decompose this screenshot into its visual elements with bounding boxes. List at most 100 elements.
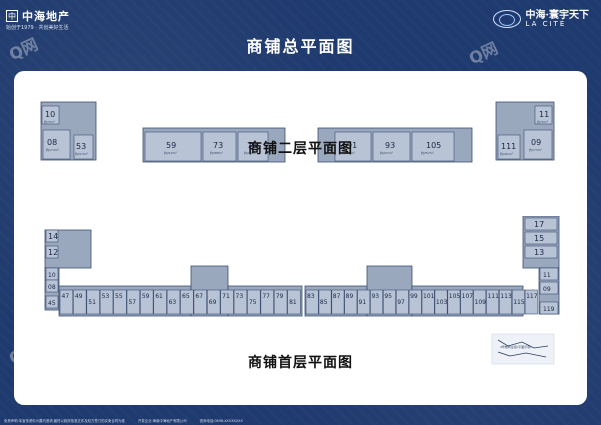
unit-no: 59 — [142, 293, 150, 300]
unit-no: 57 — [128, 299, 136, 306]
unit-cell — [383, 289, 396, 315]
site-key-plan: 4号楼商业街(平面示意) — [491, 333, 555, 365]
unit-no: 08 — [47, 138, 57, 147]
unit-no: 111 — [487, 293, 499, 300]
unit-75-2f — [237, 131, 269, 162]
unit-area: 约288m² — [210, 150, 224, 155]
unit-no: 61 — [155, 293, 163, 300]
unit-cell — [460, 289, 474, 315]
unit-91-2f — [334, 131, 372, 162]
unit-no: 10 — [45, 110, 55, 119]
unit-cell — [539, 301, 559, 315]
unit-10-2f — [41, 105, 60, 125]
unit-cell — [395, 289, 409, 315]
developer-brand: 中 中海地产 始创于1979 · 共创美好生活 — [6, 8, 70, 31]
unit-cell — [499, 289, 512, 315]
unit-no: 53 — [76, 142, 86, 151]
unit-area: 约70m² — [537, 119, 549, 124]
unit-no: 65 — [182, 293, 190, 300]
unit-08-2f — [42, 129, 71, 160]
unit-no: 103 — [436, 299, 448, 306]
project-logo-icon — [492, 10, 521, 29]
unit-11-2f — [534, 105, 553, 125]
unit-cell — [318, 289, 332, 315]
footer-phone: 咨询电话:0898-XXXXXXXX — [199, 419, 243, 423]
unit-cell — [370, 289, 384, 315]
unit-cell — [539, 281, 559, 295]
unit-cell — [45, 245, 59, 259]
unit-no: 95 — [384, 293, 392, 300]
unit-no: 105 — [426, 141, 441, 150]
unit-cell — [233, 289, 248, 315]
unit-area: 约227m² — [380, 150, 394, 155]
unit-no: 79 — [276, 293, 284, 300]
unit-cell — [305, 289, 319, 315]
unit-no: 91 — [359, 299, 367, 306]
unit-no: 119 — [543, 306, 555, 313]
unit-59-2f — [144, 131, 202, 162]
unit-no: 107 — [462, 293, 474, 300]
unit-no: 91 — [347, 141, 357, 150]
unit-no: 14 — [48, 232, 58, 241]
unit-cell — [247, 289, 261, 315]
unit-cell — [126, 289, 141, 315]
developer-tagline: 始创于1979 · 共创美好生活 — [6, 25, 69, 31]
unit-cell — [193, 289, 207, 315]
second-floor-group-right: 11 约70m² 111 约162m² 09 约173m² — [495, 101, 555, 161]
unit-cell — [344, 289, 358, 315]
unit-cell — [287, 289, 301, 315]
unit-no: 09 — [531, 138, 541, 147]
unit-111-2f — [497, 134, 521, 160]
unit-93-2f — [372, 131, 411, 162]
unit-no: 09 — [543, 286, 551, 293]
unit-no: 12 — [48, 248, 58, 257]
unit-area: 约212m² — [244, 150, 258, 155]
unit-cell — [524, 245, 558, 259]
unit-cell — [524, 289, 538, 315]
unit-area: 约213m² — [75, 151, 89, 156]
unit-no: 45 — [48, 300, 56, 307]
second-floor-plan: 10 约70m² 08 约174m² 53 约213m² 59 约210m² 7… — [40, 101, 555, 163]
unit-cell — [486, 289, 500, 315]
developer-logo-icon: 中 — [6, 10, 18, 22]
unit-no: 113 — [500, 293, 512, 300]
unit-cell — [331, 289, 345, 315]
unit-cell — [140, 289, 154, 315]
unit-area: 约210m² — [164, 150, 178, 155]
unit-area: 约257m² — [421, 150, 435, 155]
unit-cell — [473, 289, 487, 315]
unit-no: 55 — [115, 293, 123, 300]
unit-no: 77 — [262, 293, 270, 300]
unit-cell — [539, 267, 559, 281]
unit-area: 约219m² — [342, 150, 356, 155]
unit-cell — [434, 289, 448, 315]
unit-cell — [113, 289, 127, 315]
unit-cell — [421, 289, 435, 315]
unit-no: 17 — [534, 220, 544, 229]
unit-cell — [220, 289, 234, 315]
project-name: 中海·寰宇天下 — [525, 10, 589, 21]
unit-no: 117 — [526, 293, 538, 300]
ground-floor-title: 商铺首层平面图 — [248, 355, 353, 371]
footer-developer: 开发企业:海南中海地产有限公司 — [137, 419, 187, 423]
unit-cell — [180, 289, 194, 315]
unit-no: 73 — [236, 293, 244, 300]
unit-cell — [357, 289, 371, 315]
unit-area: 约70m² — [44, 119, 56, 124]
plan-panel: 10 约70m² 08 约174m² 53 约213m² 59 约210m² 7… — [14, 71, 587, 405]
footer-disclaimer: 免责声明:本宣传资料为要约邀请,最终以政府批准文件及双方签订的买卖合同为准 — [4, 419, 125, 423]
unit-no: 59 — [166, 141, 176, 150]
unit-no: 69 — [209, 299, 217, 306]
unit-cell — [166, 289, 181, 315]
unit-no: 101 — [423, 293, 435, 300]
unit-no: 15 — [534, 234, 544, 243]
unit-no: 111 — [501, 142, 516, 151]
unit-no: 85 — [320, 299, 328, 306]
unit-cell — [408, 289, 422, 315]
unit-cell — [524, 231, 558, 245]
second-floor-title: 商铺二层平面图 — [248, 141, 353, 157]
unit-73-2f — [202, 131, 237, 162]
unit-no: 97 — [397, 299, 405, 306]
unit-cell — [59, 289, 74, 315]
